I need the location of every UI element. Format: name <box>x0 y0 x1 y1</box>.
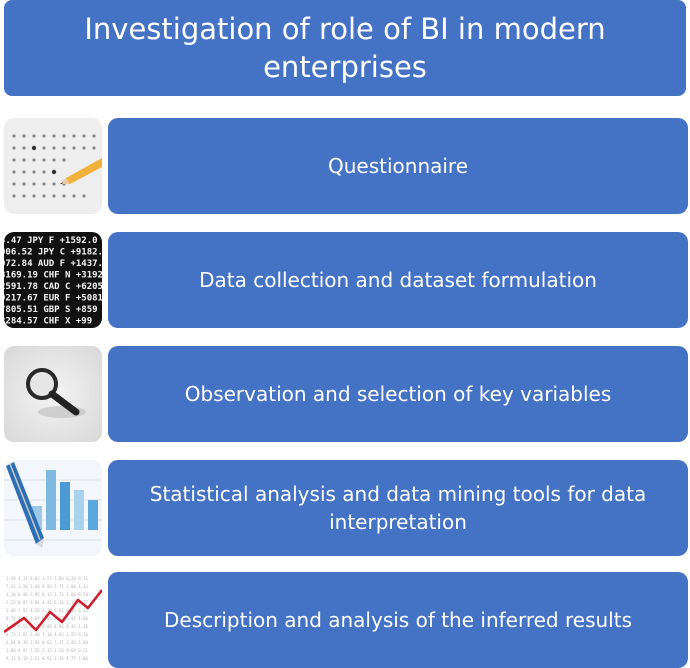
ticker-line: 2591.78 CAD C +6205 <box>4 282 102 292</box>
svg-text:1.66 7.93 4.58 2.30 9.81 0.45: 1.66 7.93 4.58 2.30 9.81 0.45 6.12 <box>6 608 88 613</box>
svg-text:9.33 0.19 2.52 8.91 1.44 4.75: 9.33 0.19 2.52 8.91 1.44 4.75 7.06 <box>6 656 88 661</box>
svg-text:2.39 4.11 8.02 1.57 3.84 6.20: 2.39 4.11 8.02 1.57 3.84 6.20 9.11 <box>6 576 88 581</box>
step-statistical-analysis: Statistical analysis and data mining too… <box>108 460 688 556</box>
ticker-line: 072.84 AUD F +1437.4 <box>4 259 102 269</box>
magnifying-glass-icon <box>4 346 102 442</box>
step-data-collection: Data collection and dataset formulation <box>108 232 688 328</box>
ticker-line: 2284.57 CHF X +99 <box>4 317 92 327</box>
ticker-line: 5.47 JPY F +1592.0 <box>4 236 98 246</box>
svg-text:5.22 0.87 9.04 4.41 6.36 3.19: 5.22 0.87 9.04 4.41 6.36 3.19 2.77 <box>6 600 88 605</box>
line-graph-icon: 2.39 4.11 8.02 1.57 3.84 6.20 9.11 7.45 … <box>4 572 102 668</box>
svg-text:7.45 1.20 3.66 0.94 5.71 2.08: 7.45 1.20 3.66 0.94 5.71 2.08 4.33 <box>6 584 88 589</box>
ticker-line: 9217.67 EUR F +5081 <box>4 294 102 304</box>
step-questionnaire: Questionnaire <box>108 118 688 214</box>
bar-chart-pen-icon <box>4 460 102 556</box>
step-observation: Observation and selection of key variabl… <box>108 346 688 442</box>
diagram-title: Investigation of role of BI in modern en… <box>4 0 686 96</box>
ticker-line: 7805.51 GBP S +859 <box>4 305 98 315</box>
svg-text:0.73 2.61 5.40 7.18 4.82 1.55: 0.73 2.61 5.40 7.18 4.82 1.55 9.26 <box>6 632 88 637</box>
ticker-line: 8169.19 CHF N +3192. <box>4 271 102 281</box>
svg-text:6.04 8.36 3.91 0.62 7.27 2.44: 6.04 8.36 3.91 0.62 7.27 2.44 5.80 <box>6 640 88 645</box>
svg-text:3.10 6.48 2.95 8.13 1.72 7.60: 3.10 6.48 2.95 8.13 1.72 7.60 0.58 <box>6 592 88 597</box>
svg-text:8.70 3.27 1.09 6.85 2.63 5.94: 8.70 3.27 1.09 6.85 2.63 5.94 4.06 <box>6 616 88 621</box>
step-description-results: Description and analysis of the inferred… <box>108 572 688 668</box>
ticker-line: 006.52 JPY C +9182.4 <box>4 248 102 258</box>
questionnaire-pencil-icon <box>4 118 102 214</box>
svg-text:2.88 4.97 7.35 5.13 3.56 9.68: 2.88 4.97 7.35 5.13 3.56 9.68 0.21 <box>6 648 88 653</box>
svg-text:4.19 9.52 6.73 3.08 0.96 8.47: 4.19 9.52 6.73 3.08 0.96 8.47 1.38 <box>6 624 88 629</box>
